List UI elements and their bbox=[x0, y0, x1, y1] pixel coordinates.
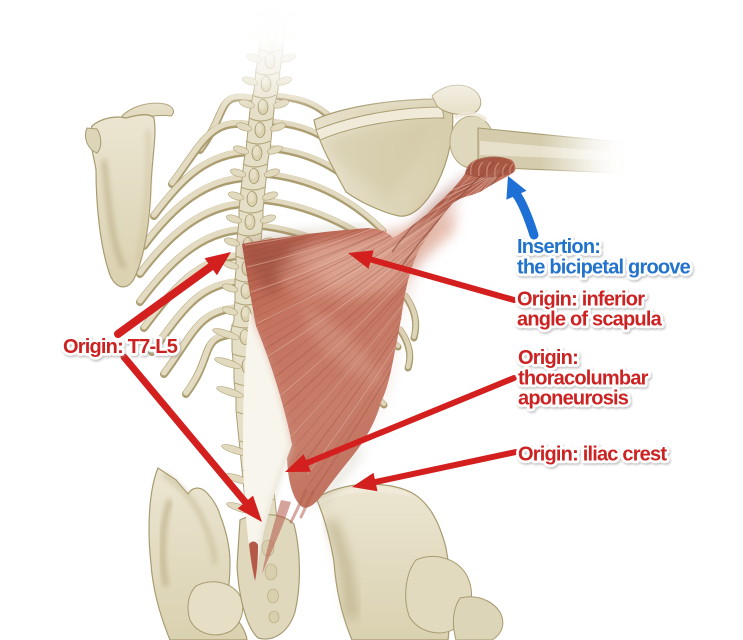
svg-text:aponeurosis: aponeurosis bbox=[518, 388, 629, 410]
svg-text:Origin: inferior: Origin: inferior bbox=[517, 289, 645, 311]
svg-text:Origin: T7-L5: Origin: T7-L5 bbox=[63, 336, 178, 358]
svg-text:the bicipetal groove: the bicipetal groove bbox=[517, 257, 691, 279]
svg-text:Origin: iliac crest: Origin: iliac crest bbox=[518, 444, 667, 466]
svg-text:angle of scapula: angle of scapula bbox=[517, 309, 663, 331]
svg-text:Origin:: Origin: bbox=[518, 347, 578, 369]
svg-text:Insertion:: Insertion: bbox=[517, 236, 600, 258]
svg-text:thoracolumbar: thoracolumbar bbox=[518, 368, 649, 390]
